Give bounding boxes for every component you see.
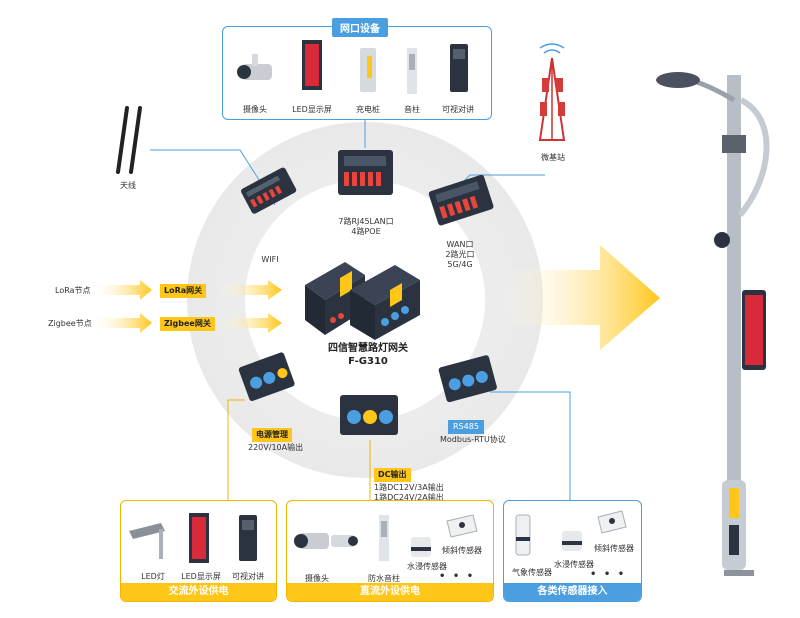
dc-panel: 摄像头 防水音柱 水浸传感器 倾斜传感器 • • • 直流外设供电 xyxy=(286,500,494,602)
dc-panel-title: 直流外设供电 xyxy=(287,583,493,601)
ac-devices xyxy=(129,513,257,563)
lora-arrow-1 xyxy=(90,280,152,300)
lan-device xyxy=(338,150,393,195)
dc-more: • • • xyxy=(439,571,476,582)
network-item-speaker: 音柱 xyxy=(404,105,420,114)
weather-sensor-icon xyxy=(515,514,531,556)
sensor-item-weather: 气象传感器 xyxy=(512,568,552,577)
power-device xyxy=(238,352,295,401)
zigbee-arrow-1 xyxy=(90,313,152,333)
wifi-label: WIFI xyxy=(261,255,279,264)
tilt-sensor-icon xyxy=(597,510,627,534)
connector-rs485 xyxy=(490,391,571,505)
wan-device xyxy=(428,174,494,226)
lora-arrow-2 xyxy=(215,280,282,300)
sensor-panel-title: 各类传感器接入 xyxy=(504,583,641,601)
ac-item-intercom: 可视对讲 xyxy=(232,572,264,581)
bullet-camera-icon xyxy=(331,535,358,547)
led-screen-icon xyxy=(189,513,209,563)
antenna-icon xyxy=(116,106,142,174)
dc-item-speaker: 防水音柱 xyxy=(368,574,400,583)
dc-item-camera: 摄像头 xyxy=(305,574,329,583)
dc-item-water-sensor: 水浸传感器 xyxy=(407,562,447,571)
dc-line-1: 1路DC12V/3A输出 xyxy=(374,483,444,492)
street-lamp-pole xyxy=(656,72,770,576)
waterproof-speaker-icon xyxy=(379,515,389,561)
sensor-panel: 气象传感器 水浸传感器 倾斜传感器 • • • 各类传感器接入 xyxy=(503,500,642,602)
led-lamp-icon xyxy=(129,523,165,559)
network-item-led: LED显示屏 xyxy=(292,105,332,114)
camera-icon xyxy=(237,54,272,80)
camera-icon xyxy=(294,533,329,549)
ac-item-led-screen: LED显示屏 xyxy=(181,572,221,581)
lora-gateway-badge: LoRa网关 xyxy=(160,284,207,298)
rs485-device xyxy=(438,355,497,403)
connector-power xyxy=(227,399,245,505)
gateway-device xyxy=(305,262,420,340)
gateway-name: 四信智慧路灯网关 xyxy=(328,343,408,354)
intercom-icon xyxy=(450,44,468,92)
power-desc: 220V/10A输出 xyxy=(248,443,304,452)
dc-tag: DC输出 xyxy=(374,468,411,482)
led-screen-icon xyxy=(302,40,322,90)
zigbee-gateway-badge: Zigbee网关 xyxy=(160,317,215,331)
wifi-router xyxy=(241,167,297,214)
micro-station-label: 微基站 xyxy=(541,153,565,162)
ac-item-led-lamp: LED灯 xyxy=(141,572,165,581)
sensor-item-water: 水浸传感器 xyxy=(554,560,594,569)
gateway-model: F-G310 xyxy=(348,356,388,367)
micro-station-icon xyxy=(538,43,566,141)
tilt-sensor-icon xyxy=(446,514,478,538)
dc-line-2: 1路DC24V/2A输出 xyxy=(374,493,444,502)
ac-panel-title: 交流外设供电 xyxy=(121,583,276,601)
network-item-intercom: 可视对讲 xyxy=(442,105,474,114)
lora-node-label: LoRa节点 xyxy=(55,286,91,295)
intercom-icon xyxy=(239,515,257,561)
network-item-camera: 摄像头 xyxy=(243,105,267,114)
network-item-charger: 充电桩 xyxy=(356,105,380,114)
rs485-desc: Modbus-RTU协议 xyxy=(440,435,506,444)
dc-device xyxy=(340,395,398,435)
water-sensor-icon xyxy=(562,531,582,551)
charger-icon xyxy=(360,48,376,92)
power-tag: 电源管理 xyxy=(252,428,292,442)
dc-devices xyxy=(294,514,478,561)
water-sensor-icon xyxy=(411,537,431,557)
speaker-column-icon xyxy=(407,48,417,94)
sensor-devices xyxy=(515,510,627,556)
ac-panel: LED灯 LED显示屏 可视对讲 交流外设供电 xyxy=(120,500,277,602)
dc-item-tilt-sensor: 倾斜传感器 xyxy=(442,546,482,555)
zigbee-node-label: Zigbee节点 xyxy=(48,319,92,328)
sensor-item-tilt: 倾斜传感器 xyxy=(594,544,634,553)
network-devices xyxy=(237,40,468,94)
zigbee-arrow-2 xyxy=(215,313,282,333)
sensor-more: • • • xyxy=(590,569,627,580)
big-arrow xyxy=(495,245,660,350)
wan-label: WAN口 2路光口 5G/4G xyxy=(445,240,475,269)
lan-label: 7路RJ45LAN口 4路POE xyxy=(338,217,394,236)
antenna-label: 天线 xyxy=(120,181,136,190)
rs485-tag: RS485 xyxy=(448,420,484,434)
network-panel-title: 网口设备 xyxy=(332,18,388,37)
